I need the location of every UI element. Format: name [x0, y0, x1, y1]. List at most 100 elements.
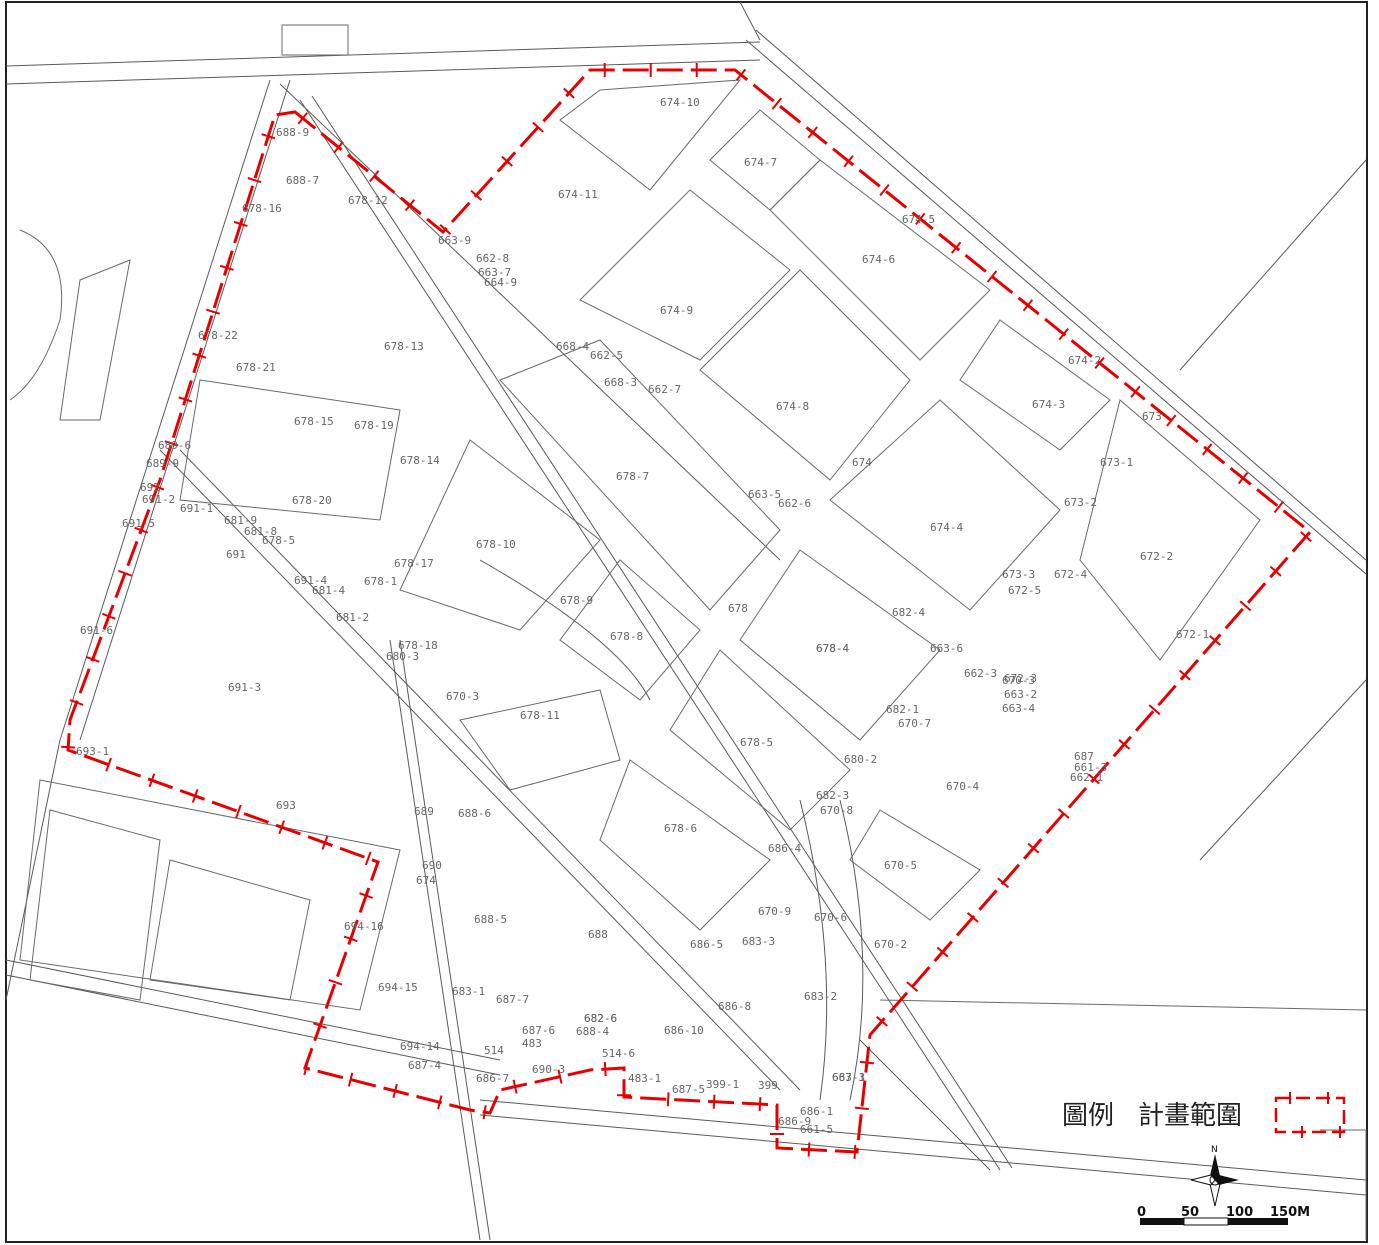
boundary-tick	[1273, 500, 1285, 514]
parcel-labels: 674-10674-7674-11674-6674-5674-9674-2674…	[76, 96, 1209, 1136]
parcel-label: 662-1	[1070, 771, 1103, 784]
boundary-tick-marks	[61, 63, 1312, 1159]
boundary-tick	[712, 1094, 716, 1109]
parcel-label: 678-16	[242, 202, 282, 215]
boundary-tick	[118, 569, 132, 577]
parcel-label: 663-1	[832, 1071, 865, 1084]
boundary-tick	[278, 820, 286, 835]
boundary-tick	[1094, 356, 1105, 370]
parcel-label: 673-2	[1064, 496, 1097, 509]
parcel-label: 687-3	[832, 1071, 865, 1084]
boundary-tick	[439, 223, 452, 235]
boundary-tick	[771, 97, 783, 110]
parcel-label: 678-12	[348, 194, 388, 207]
parcel-label: 674-7	[744, 156, 777, 169]
parcel-label: 678-1	[364, 575, 397, 588]
parcel-label: 672-5	[1008, 584, 1041, 597]
parcel-label: 680-2	[844, 753, 877, 766]
boundary-tick	[807, 1142, 811, 1157]
parcel-label: 663-6	[930, 642, 963, 655]
parcel-label: 688-9	[276, 126, 309, 139]
boundary-tick	[206, 308, 220, 315]
parcel-label: 663-5	[748, 488, 781, 501]
parcel-label: 483	[522, 1037, 542, 1050]
parcel-label: 688-4	[576, 1025, 609, 1038]
boundary-tick	[758, 1097, 762, 1112]
parcel-label: 682-6	[584, 1012, 617, 1025]
parcel-label: 691-1	[180, 502, 213, 515]
boundary-tick	[1148, 704, 1161, 716]
boundary-tick	[343, 935, 358, 943]
boundary-tick	[369, 170, 380, 183]
parcel-label: 678-9	[560, 594, 593, 607]
boundary-tick	[101, 612, 116, 620]
parcel-label: 678-5	[740, 736, 773, 749]
parcel-label: 691-3	[228, 681, 261, 694]
boundary-tick	[85, 655, 100, 663]
boundary-tick	[482, 1105, 487, 1120]
boundary-tick	[936, 946, 949, 958]
boundary-tick	[735, 68, 747, 81]
parcel-label: 687-4	[408, 1059, 441, 1072]
scale-tick-50: 50	[1181, 1205, 1199, 1220]
parcel-label: 678-20	[292, 494, 332, 507]
boundary-tick	[404, 199, 416, 212]
map-legend: 圖例 計畫範圍	[1062, 1092, 1346, 1138]
map-border	[5, 1, 1368, 1243]
parcel-label: 681-9	[224, 514, 257, 527]
parcel-label: 678-11	[520, 709, 560, 722]
parcel-label: 691	[226, 548, 246, 561]
parcel-label: 686-8	[718, 1000, 751, 1013]
boundary-tick	[61, 745, 76, 749]
boundary-tick	[563, 87, 575, 99]
parcel-label: 672-1	[1176, 628, 1209, 641]
boundary-tick	[557, 1069, 563, 1084]
parcel-label: 682-1	[886, 703, 919, 716]
parcel-label: 663-7	[478, 266, 511, 279]
parcel-label: 670-4	[946, 780, 979, 793]
parcel-label: 678-10	[476, 538, 516, 551]
legend-title: 圖例	[1062, 1101, 1114, 1131]
boundary-tick	[178, 396, 193, 403]
boundary-tick	[1166, 414, 1177, 427]
parcel-label: 682-4	[892, 606, 925, 619]
boundary-tick	[233, 220, 248, 228]
boundary-tick	[148, 773, 156, 788]
parcel-label: 690-3	[532, 1063, 565, 1076]
parcel-label: 670-3	[446, 690, 479, 703]
parcel-label: 686-1	[800, 1105, 833, 1118]
project-boundary	[66, 68, 1313, 1154]
parcel-label: 686-4	[768, 842, 801, 855]
boundary-tick	[261, 133, 276, 140]
parcel-label: 682-3	[816, 789, 849, 802]
boundary-tick	[364, 851, 372, 866]
parcel-label: 688-6	[458, 807, 491, 820]
parcel-label: 678-21	[236, 361, 276, 374]
boundary-tick	[359, 892, 374, 899]
boundary-tick	[191, 789, 199, 803]
parcel-label: 678-4	[816, 642, 849, 655]
boundary-tick	[1027, 842, 1040, 854]
parcel-label: 483-1	[628, 1072, 661, 1085]
boundary-tick	[532, 121, 544, 133]
parcel-label: 670-9	[758, 905, 791, 918]
boundary-tick	[219, 264, 234, 271]
boundary-tick	[347, 1072, 354, 1087]
boundary-tick	[297, 112, 308, 125]
boundary-tick	[876, 1015, 888, 1027]
boundary-tick	[470, 189, 483, 201]
parcel-label: 670-3	[1002, 674, 1035, 687]
parcel-label: 662-5	[590, 349, 623, 362]
parcel-label: 674-4	[930, 521, 963, 534]
parcel-label: 674-6	[862, 253, 895, 266]
parcel-label: 691-5	[122, 517, 155, 530]
boundary-tick	[1300, 531, 1312, 542]
boundary-tick	[1178, 669, 1191, 681]
parcel-label: 691-6	[80, 624, 113, 637]
parcel-label: 514-6	[602, 1047, 635, 1060]
boundary-tick	[134, 526, 149, 534]
boundary-tick	[1130, 385, 1141, 398]
parcel-label: 678-5	[262, 534, 295, 547]
boundary-tick	[807, 126, 818, 139]
